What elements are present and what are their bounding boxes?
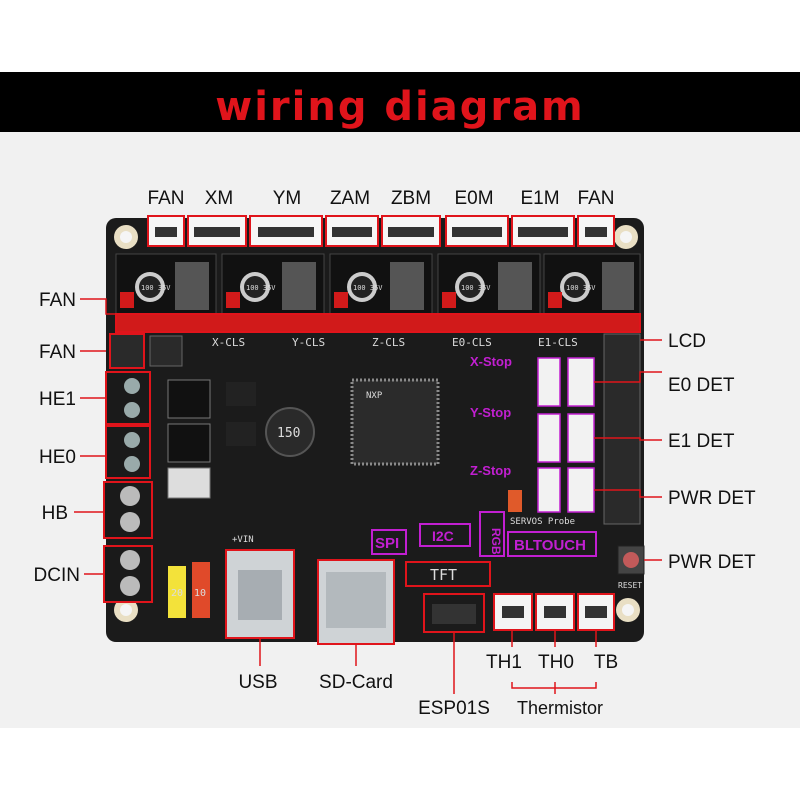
svg-text:BLTOUCH: BLTOUCH (514, 537, 586, 554)
label-th0: TH0 (538, 652, 574, 673)
svg-text:150: 150 (277, 426, 300, 441)
sd-card-slot (317, 559, 395, 645)
spi-box: SPI (371, 529, 407, 555)
label-zam: ZAM (330, 188, 370, 209)
thermistor-connectors (493, 593, 615, 631)
fuses: 20 10 (168, 562, 210, 618)
top-connectors (147, 215, 615, 247)
label-e0m: E0M (454, 188, 493, 209)
label-dcin: DCIN (34, 565, 80, 586)
left-callout-labels: FAN FAN HE1 HE0 HB DCIN (34, 290, 80, 586)
reset-button: RESET (617, 545, 645, 590)
label-he0: HE0 (39, 447, 76, 468)
right-connectors (508, 333, 641, 525)
label-esp01s: ESP01S (418, 698, 490, 719)
diagram-frame: 100 35V 100 35V 100 35V 100 35V 100 35V … (0, 132, 800, 728)
label-zbm: ZBM (391, 188, 431, 209)
label-fan-top-right: FAN (578, 188, 615, 209)
callout-lines (74, 298, 662, 694)
svg-text:SPI: SPI (375, 535, 399, 552)
svg-text:100 35V: 100 35V (246, 284, 276, 292)
label-hb: HB (42, 503, 68, 524)
label-fan-left-2: FAN (39, 342, 76, 363)
mcu-chip: NXP (350, 378, 440, 466)
svg-text:100 35V: 100 35V (353, 284, 383, 292)
svg-text:+VIN: +VIN (232, 535, 254, 545)
label-e1-det: E1 DET (668, 431, 735, 452)
svg-text:X-CLS: X-CLS (212, 336, 245, 349)
bltouch-box: SERVOS Probe BLTOUCH (507, 517, 597, 557)
page-title: wiring diagram (215, 84, 585, 130)
label-fan-left-1: FAN (39, 290, 76, 311)
label-usb: USB (238, 672, 277, 693)
label-thermistor: Thermistor (517, 698, 603, 718)
svg-text:Y-CLS: Y-CLS (292, 336, 325, 349)
svg-text:100 35V: 100 35V (141, 284, 171, 292)
capacitors: 100 35V 100 35V 100 35V 100 35V 100 35V (135, 272, 596, 302)
mosfets (167, 379, 256, 499)
svg-text:20: 20 (171, 588, 183, 599)
i2c-box: I2C (419, 523, 471, 547)
top-callout-labels: FAN XM YM ZAM ZBM E0M E1M FAN (148, 188, 615, 209)
label-tb: TB (594, 652, 618, 673)
driver-header-strip (115, 313, 641, 333)
svg-text:SERVOS Probe: SERVOS Probe (510, 517, 575, 527)
bottom-callout-labels: USB SD-Card ESP01S TH1 TH0 TB Thermistor (238, 652, 618, 719)
svg-text:Z-CLS: Z-CLS (372, 336, 405, 349)
endstop-labels: X-Stop Y-Stop Z-Stop (470, 354, 512, 478)
svg-text:Y-Stop: Y-Stop (470, 405, 511, 420)
label-he1: HE1 (39, 389, 76, 410)
label-lcd: LCD (668, 331, 706, 352)
title-band (0, 72, 800, 132)
label-fan-top-left: FAN (148, 188, 185, 209)
tft-box: TFT (405, 561, 491, 587)
label-sd-card: SD-Card (319, 672, 393, 693)
label-e0-det: E0 DET (668, 375, 735, 396)
svg-text:100 35V: 100 35V (461, 284, 491, 292)
svg-text:E1-CLS: E1-CLS (538, 336, 578, 349)
svg-text:RGB: RGB (489, 528, 503, 555)
label-xm: XM (205, 188, 234, 209)
left-terminal-blocks (103, 371, 153, 603)
svg-text:10: 10 (194, 588, 206, 599)
svg-text:I2C: I2C (432, 528, 454, 544)
label-pwr-det-2: PWR DET (668, 552, 756, 573)
label-pwr-det-1: PWR DET (668, 488, 756, 509)
svg-text:Z-Stop: Z-Stop (470, 463, 511, 478)
inductor: 150 (265, 407, 315, 457)
label-th1: TH1 (486, 652, 522, 673)
label-e1m: E1M (520, 188, 559, 209)
right-callout-labels: LCD E0 DET E1 DET PWR DET PWR DET (668, 331, 756, 573)
svg-text:X-Stop: X-Stop (470, 354, 512, 369)
cls-labels: X-CLS Y-CLS Z-CLS E0-CLS E1-CLS (212, 336, 578, 349)
rgb-box: RGB (479, 511, 505, 557)
left-fan-header (109, 333, 145, 369)
board-diagram: 100 35V 100 35V 100 35V 100 35V 100 35V … (34, 188, 756, 719)
svg-text:RESET: RESET (618, 581, 642, 590)
esp01s-header (423, 593, 485, 633)
svg-text:100 35V: 100 35V (566, 284, 596, 292)
usb-port: +VIN (225, 535, 295, 639)
svg-text:NXP: NXP (366, 391, 383, 401)
svg-text:TFT: TFT (430, 566, 457, 584)
label-ym: YM (273, 188, 302, 209)
svg-text:E0-CLS: E0-CLS (452, 336, 492, 349)
